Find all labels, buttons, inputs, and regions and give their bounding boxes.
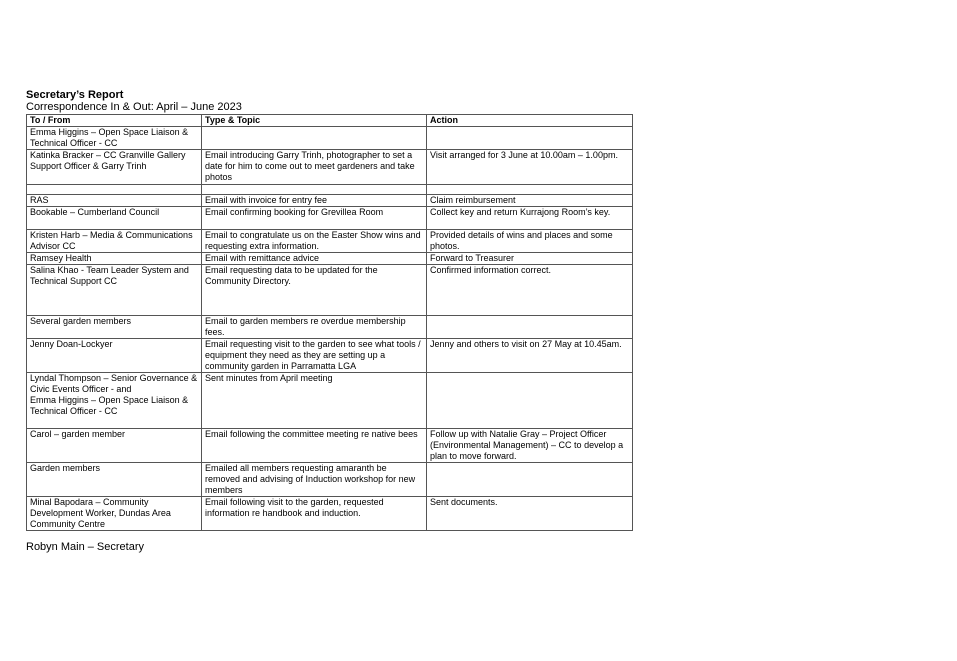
header-type-topic: Type & Topic: [201, 114, 427, 127]
table-row: Carol – garden member Email following th…: [26, 428, 633, 463]
cell-to-from: RAS: [26, 194, 202, 207]
cell-action: [426, 372, 633, 429]
cell-type-topic: Sent minutes from April meeting: [201, 372, 427, 429]
correspondence-table: To / From Type & Topic Action Emma Higgi…: [26, 114, 633, 531]
table-row: Jenny Doan-Lockyer Email requesting visi…: [26, 338, 633, 373]
report-title: Secretary’s Report: [26, 89, 124, 101]
cell-to-from: Ramsey Health: [26, 252, 202, 265]
cell-type-topic: Email introducing Garry Trinh, photograp…: [201, 149, 427, 185]
cell-type-topic: Email confirming booking for Grevillea R…: [201, 206, 427, 230]
table-row: Kristen Harb – Media & Communications Ad…: [26, 229, 633, 253]
table-row: RAS Email with invoice for entry fee Cla…: [26, 194, 633, 207]
cell-to-from: Carol – garden member: [26, 428, 202, 463]
cell-to-from: [26, 184, 202, 195]
cell-action: Confirmed information correct.: [426, 264, 633, 316]
cell-action: [426, 184, 633, 195]
table-row: Lyndal Thompson – Senior Governance & Ci…: [26, 372, 633, 429]
cell-type-topic: Email following visit to the garden, req…: [201, 496, 427, 531]
table-row: Minal Bapodara – Community Development W…: [26, 496, 633, 531]
cell-to-from: Garden members: [26, 462, 202, 497]
cell-to-from: Kristen Harb – Media & Communications Ad…: [26, 229, 202, 253]
cell-type-topic: [201, 184, 427, 195]
header-action: Action: [426, 114, 633, 127]
table-row: Several garden members Email to garden m…: [26, 315, 633, 339]
signature: Robyn Main – Secretary: [26, 541, 144, 553]
cell-to-from: Katinka Bracker – CC Granville Gallery S…: [26, 149, 202, 185]
cell-to-from: Salina Khao - Team Leader System and Tec…: [26, 264, 202, 316]
secretary-report: Secretary’s Report Correspondence In & O…: [26, 89, 636, 531]
cell-action: [426, 315, 633, 339]
cell-to-from: Minal Bapodara – Community Development W…: [26, 496, 202, 531]
cell-type-topic: Email following the committee meeting re…: [201, 428, 427, 463]
cell-type-topic: Email with invoice for entry fee: [201, 194, 427, 207]
cell-type-topic: Emailed all members requesting amaranth …: [201, 462, 427, 497]
table-row: Garden members Emailed all members reque…: [26, 462, 633, 497]
cell-to-from: Emma Higgins – Open Space Liaison & Tech…: [26, 126, 202, 150]
cell-to-from: Lyndal Thompson – Senior Governance & Ci…: [26, 372, 202, 429]
cell-action: Forward to Treasurer: [426, 252, 633, 265]
table-row: Ramsey Health Email with remittance advi…: [26, 252, 633, 265]
cell-type-topic: Email with remittance advice: [201, 252, 427, 265]
cell-to-from: Jenny Doan-Lockyer: [26, 338, 202, 373]
table-header-row: To / From Type & Topic Action: [26, 114, 633, 127]
table-row: [26, 184, 633, 195]
cell-type-topic: Email requesting data to be updated for …: [201, 264, 427, 316]
table-row: Bookable – Cumberland Council Email conf…: [26, 206, 633, 230]
header-to-from: To / From: [26, 114, 202, 127]
cell-action: Collect key and return Kurrajong Room’s …: [426, 206, 633, 230]
table-row: Katinka Bracker – CC Granville Gallery S…: [26, 149, 633, 185]
table-row: Salina Khao - Team Leader System and Tec…: [26, 264, 633, 316]
cell-action: Claim reimbursement: [426, 194, 633, 207]
cell-action: Follow up with Natalie Gray – Project Of…: [426, 428, 633, 463]
cell-type-topic: Email to garden members re overdue membe…: [201, 315, 427, 339]
cell-action: [426, 126, 633, 150]
cell-type-topic: Email to congratulate us on the Easter S…: [201, 229, 427, 253]
cell-action: Jenny and others to visit on 27 May at 1…: [426, 338, 633, 373]
cell-type-topic: [201, 126, 427, 150]
cell-to-from: Several garden members: [26, 315, 202, 339]
cell-type-topic: Email requesting visit to the garden to …: [201, 338, 427, 373]
cell-action: Provided details of wins and places and …: [426, 229, 633, 253]
report-subtitle: Correspondence In & Out: April – June 20…: [26, 101, 242, 113]
cell-action: Sent documents.: [426, 496, 633, 531]
cell-action: [426, 462, 633, 497]
cell-action: Visit arranged for 3 June at 10.00am – 1…: [426, 149, 633, 185]
cell-to-from: Bookable – Cumberland Council: [26, 206, 202, 230]
table-row: Emma Higgins – Open Space Liaison & Tech…: [26, 126, 633, 150]
